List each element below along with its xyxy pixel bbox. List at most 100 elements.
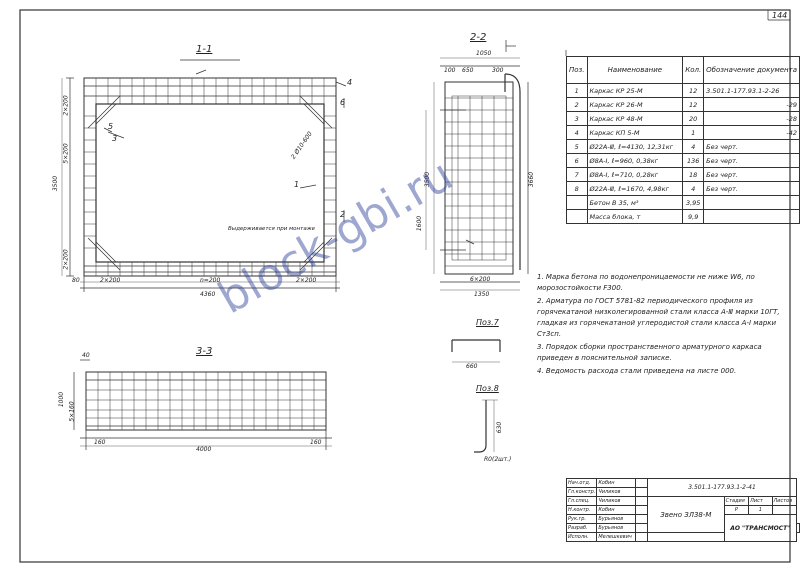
title-block: Нач.отд. Кобин 3.501.1-177.93.1-2-41 Гл.…: [565, 478, 800, 542]
stamp-sign: [634, 487, 649, 497]
dim-s33-side: 5×160: [68, 401, 76, 422]
dim-s33-total: 4000: [196, 446, 212, 453]
stamp-name: Чиликов: [596, 487, 636, 497]
spec-pos: 7: [566, 167, 588, 182]
spec-header-name: Наименование: [586, 56, 684, 84]
dim-s11-left: 2×200: [100, 277, 121, 284]
dim-s11-bottom: 2×200: [62, 249, 70, 270]
dim-s22-b: 300: [492, 67, 504, 74]
spec-pos: [566, 209, 588, 224]
stamp-name: Кобин: [596, 505, 636, 515]
dim-s33-left: 160: [94, 439, 106, 446]
dim-s11-right: 2×200: [296, 277, 317, 284]
stamp-role: Н.контр.: [565, 505, 598, 515]
note-3: 3. Порядок сборки пространственного арма…: [537, 343, 762, 362]
spec-doc: 3.501.1-177.93.1-2-26: [703, 83, 800, 98]
note-1: 1. Марка бетона по водонепроницаемости н…: [537, 273, 755, 292]
spec-name: Ø22А-Ⅲ, ℓ=1670, 4,98кг: [586, 181, 684, 196]
spec-qty: 12: [682, 83, 705, 98]
stamp-stage-header: Стадия: [723, 496, 750, 506]
spec-qty: 1: [682, 125, 705, 140]
stamp-title-blank: [647, 532, 725, 542]
stamp-name: Бурьянов: [596, 514, 636, 524]
spec-qty: 9,9: [682, 209, 705, 224]
spec-doc: Без черт.: [703, 167, 800, 182]
stamp-sign: [634, 496, 649, 506]
sheet-number: 144: [772, 11, 788, 20]
general-notes: 1. Марка бетона по водонепроницаемости н…: [537, 272, 785, 379]
stamp-name: Кобин: [596, 478, 636, 488]
dim-s11-top: 2×200: [62, 95, 70, 116]
stamp-org: АО "ТРАНСМОСТ": [723, 514, 798, 542]
stamp-role: Исполн.: [565, 532, 598, 542]
spec-qty: 12: [682, 97, 705, 112]
section-title-3-3: 3-3: [196, 346, 213, 357]
callout-1: 1: [294, 180, 300, 189]
spec-qty: 18: [682, 167, 705, 182]
callout-4: 4: [347, 78, 353, 87]
dim-s22-a: 650: [462, 67, 474, 74]
stamp-sheet: 1: [748, 505, 773, 515]
dim-pos7: 660: [466, 363, 478, 370]
dim-s22-h: 3660: [528, 171, 536, 188]
stamp-sheets: [771, 505, 798, 515]
spec-pos: 6: [566, 153, 588, 168]
spec-doc: Без черт.: [703, 153, 800, 168]
spec-pos: 3: [566, 111, 588, 126]
spec-doc: -28: [703, 111, 800, 126]
spec-doc: -29: [703, 97, 800, 112]
dim-s22-bottom: 1350: [474, 291, 490, 298]
dim-s11-side: 5×200: [62, 143, 70, 164]
dim-s11-total: 4360: [200, 291, 216, 298]
spec-name: Каркас КР 25-М: [586, 83, 684, 98]
stamp-role: Нач.отд.: [565, 478, 598, 488]
spec-pos: 4: [566, 125, 588, 140]
spec-doc: [703, 209, 800, 224]
spec-header-pos: Поз.: [566, 56, 588, 84]
spec-qty: 20: [682, 111, 705, 126]
spec-qty: 3,95: [682, 195, 705, 210]
dim-s11-edge: 80: [72, 277, 80, 284]
callout-2: 2: [340, 210, 346, 219]
spec-pos: [566, 195, 588, 210]
stamp-name: Чиликов: [596, 496, 636, 506]
stamp-name: Бурьянов: [596, 523, 636, 533]
stamp-title-blank: [796, 523, 800, 533]
callout-3: 3: [112, 134, 118, 143]
callout-6: 6: [340, 98, 346, 107]
pos8-title: Поз.8: [476, 384, 499, 393]
stamp-sign: [634, 523, 649, 533]
stamp-role: Рук.гр.: [565, 514, 598, 524]
stamp-role: Гл.спец.: [565, 496, 598, 506]
spec-name: Масса блока, т: [586, 209, 684, 224]
spec-doc: Без черт.: [703, 181, 800, 196]
stamp-sign: [634, 478, 649, 488]
note-2: 2. Арматура по ГОСТ 5781-82 периодическо…: [537, 297, 780, 338]
section-title-2-2: 2-2: [470, 32, 487, 43]
spec-name: Каркас КР 26-М: [586, 97, 684, 112]
spec-qty: 136: [682, 153, 705, 168]
spec-pos: 8: [566, 181, 588, 196]
spec-header-row: Поз. Наименование Кол. Обозначение докум…: [566, 56, 800, 84]
spec-doc: Без черт.: [703, 139, 800, 154]
note-montage: Выдерживается при монтаже: [228, 226, 316, 232]
spec-name: Ø22А-Ⅲ, ℓ=4130, 12,31кг: [586, 139, 684, 154]
pos7-title: Поз.7: [476, 318, 499, 327]
callout-5: 5: [108, 122, 114, 131]
dim-s22-top: 1050: [476, 50, 492, 57]
dim-s33-right: 160: [310, 439, 322, 446]
dim-pos8: 630: [496, 421, 504, 434]
specification-table: Поз. Наименование Кол. Обозначение докум…: [566, 56, 800, 224]
dim-s22-c: 100: [444, 67, 456, 74]
